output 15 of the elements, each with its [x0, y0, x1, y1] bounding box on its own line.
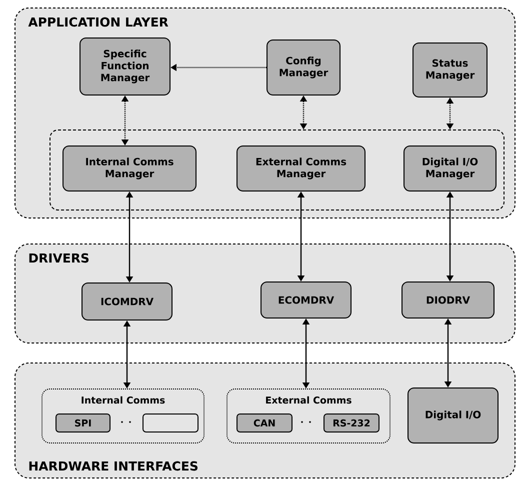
interface-box: RS-232	[324, 414, 380, 432]
component-box: ICOMDRV	[82, 282, 172, 320]
component-box: ECOMDRV	[260, 282, 352, 318]
component-box: External Comms Manager	[236, 146, 366, 192]
component-box: Digital I/O Manager	[404, 146, 496, 192]
component-box: Digital I/O	[408, 388, 498, 444]
component-box: Specific Function Manager	[80, 38, 170, 96]
component-box: DIODRV	[402, 282, 494, 318]
group-frame	[50, 130, 504, 210]
component-box: Status Manager	[412, 42, 488, 98]
component-box: Config Manager	[266, 40, 340, 96]
component-box: Internal Comms Manager	[62, 146, 196, 192]
interface-box	[142, 414, 198, 432]
interface-box: CAN	[236, 414, 292, 432]
interface-box: SPI	[56, 414, 110, 432]
